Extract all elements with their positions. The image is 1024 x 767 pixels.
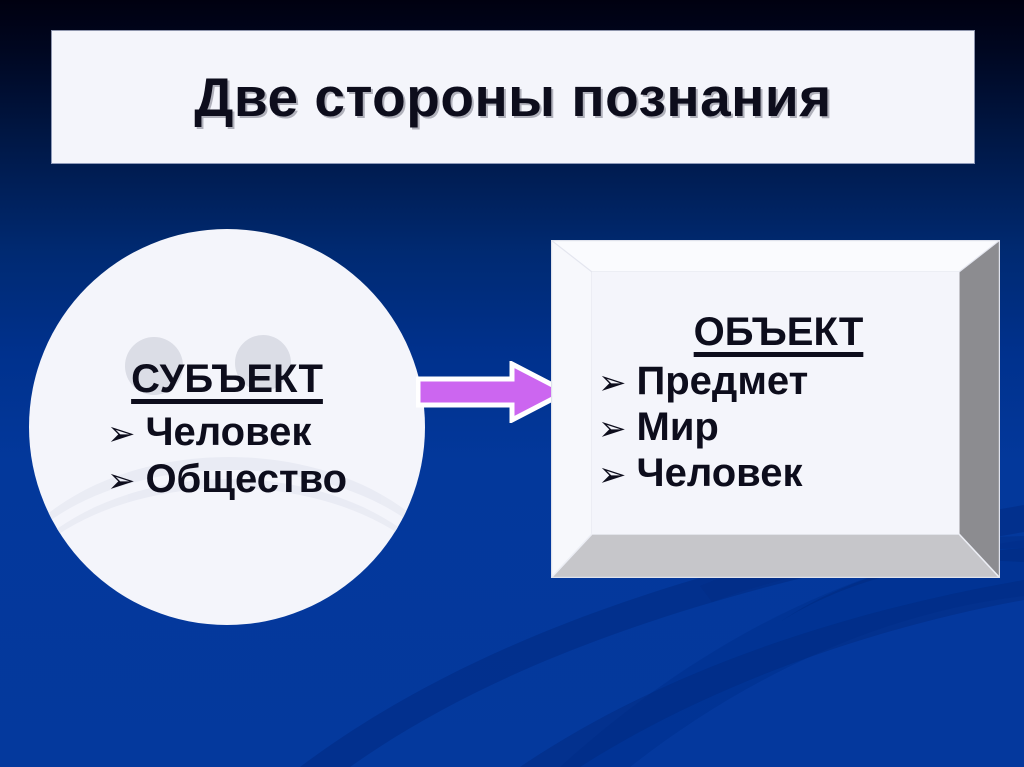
- object-content: ОБЪЕКТ ➢ Предмет ➢ Мир ➢ Человек: [592, 310, 959, 496]
- arrow-bullet-icon: ➢: [598, 409, 627, 449]
- list-item-label: Предмет: [636, 359, 809, 403]
- arrow-bullet-icon: ➢: [598, 363, 627, 403]
- object-list: ➢ Предмет ➢ Мир ➢ Человек: [598, 359, 959, 496]
- list-item: ➢ Мир: [598, 405, 959, 450]
- object-inner-panel: ОБЪЕКТ ➢ Предмет ➢ Мир ➢ Человек: [592, 272, 959, 534]
- object-box: ОБЪЕКТ ➢ Предмет ➢ Мир ➢ Человек: [551, 240, 1000, 578]
- subject-circle: СУБЪЕКТ ➢ Человек ➢ Общество: [29, 229, 425, 625]
- subject-list: ➢ Человек ➢ Общество: [107, 410, 347, 502]
- circle-watermark-left: [125, 337, 183, 395]
- arrow-bullet-icon: ➢: [106, 460, 136, 501]
- slide-title-box: Две стороны познания: [52, 31, 974, 163]
- list-item-label: Человек: [145, 409, 312, 454]
- page-title: Две стороны познания: [194, 66, 832, 128]
- arrow-bullet-icon: ➢: [598, 455, 627, 495]
- list-item: ➢ Человек: [107, 410, 347, 455]
- list-item-label: Человек: [636, 451, 803, 495]
- arrow-bullet-icon: ➢: [106, 413, 136, 454]
- circle-arc-decoration-secondary: [29, 479, 425, 625]
- list-item: ➢ Предмет: [598, 359, 959, 404]
- list-item-label: Мир: [636, 405, 719, 449]
- list-item-label: Общество: [145, 456, 348, 501]
- object-heading: ОБЪЕКТ: [693, 310, 864, 354]
- subject-heading: СУБЪЕКТ: [131, 356, 323, 401]
- circle-watermark-right: [235, 335, 291, 391]
- list-item: ➢ Общество: [107, 457, 347, 502]
- subject-content: СУБЪЕКТ ➢ Человек ➢ Общество: [107, 357, 347, 502]
- flow-arrow-icon: [416, 361, 568, 423]
- list-item: ➢ Человек: [598, 451, 959, 496]
